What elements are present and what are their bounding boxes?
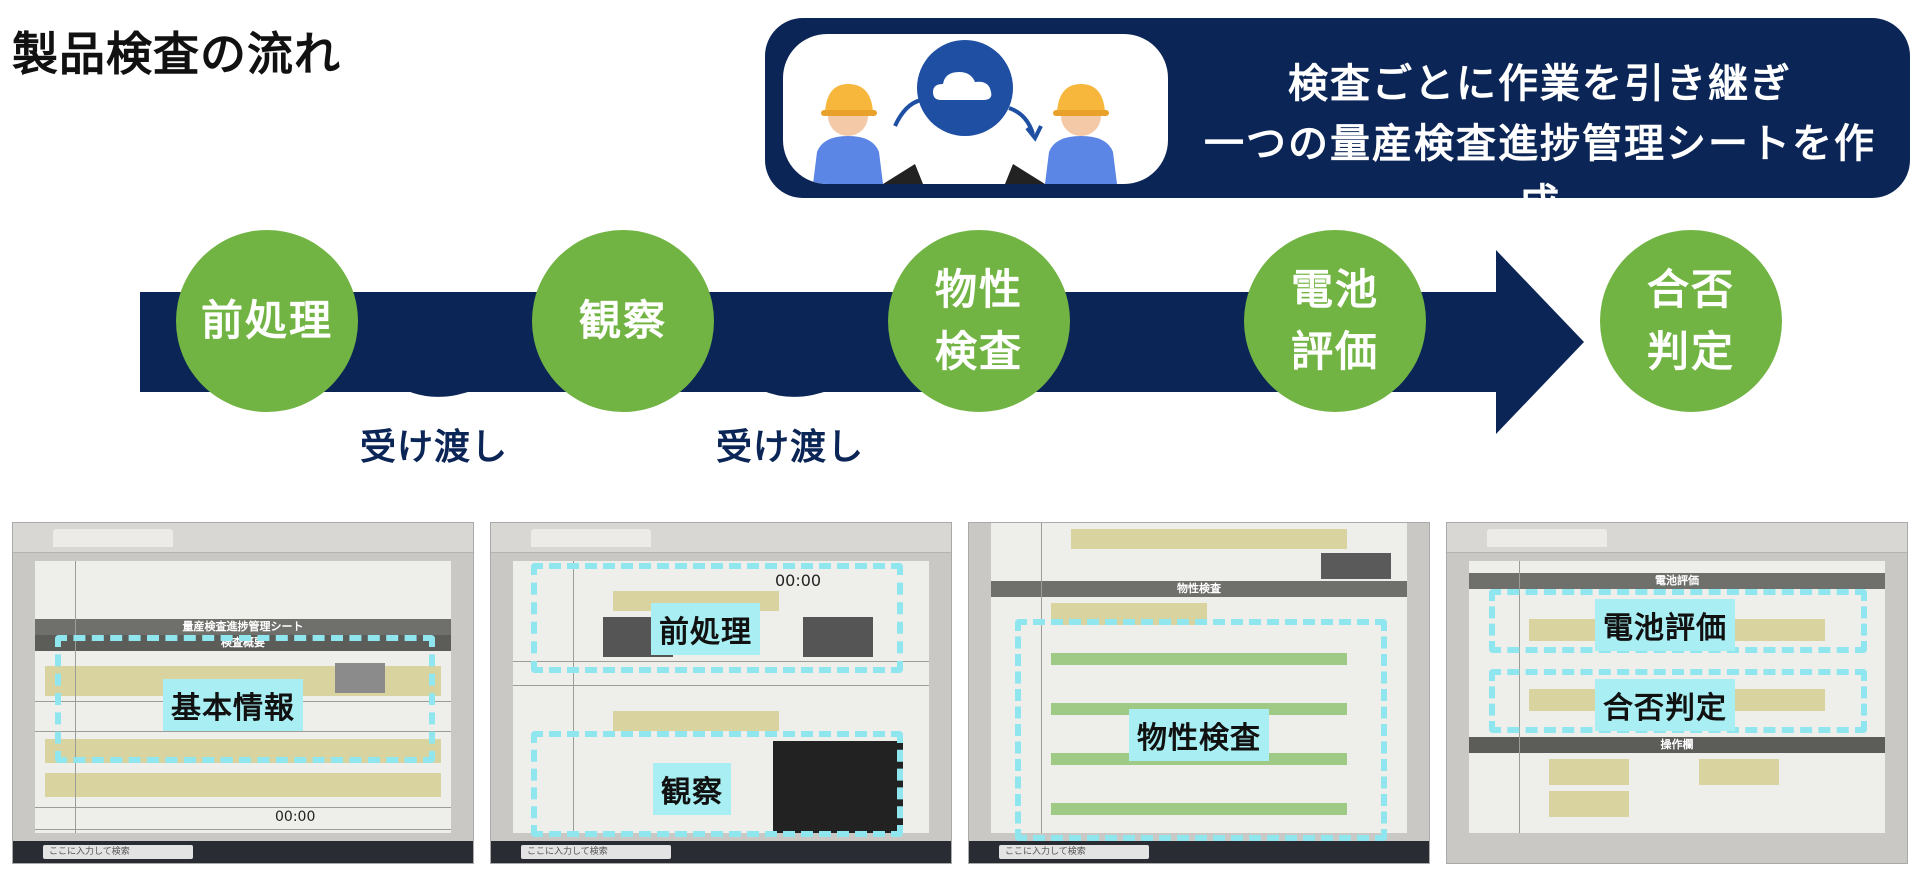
grid-line: [1041, 523, 1042, 833]
step-label: 評価: [1290, 327, 1379, 376]
cloud-icon: [917, 40, 1013, 136]
grid-line: [35, 807, 451, 808]
handoff-label: 受け渡し: [360, 427, 509, 468]
highlight-frame: [531, 563, 903, 673]
highlight-frame: [1015, 619, 1387, 841]
section-header: 電池評価: [1469, 573, 1885, 589]
timer-readout: 00:00: [775, 571, 822, 590]
sheet-title: 量産検査進捗管理シート: [35, 619, 451, 635]
highlight-frame: [531, 731, 903, 837]
grid-line: [1519, 561, 1520, 833]
spreadsheet: 物性検査: [991, 523, 1407, 833]
worker-right-icon: [1005, 84, 1117, 184]
taskbar-search-input[interactable]: ここに入力して検索: [999, 845, 1149, 859]
step-label: 前処理: [200, 296, 333, 345]
handoff-label: 受け渡し: [716, 427, 865, 468]
region-tag: 電池評価: [1595, 599, 1735, 651]
browser-tab: [531, 529, 651, 547]
taskbar-search-input[interactable]: ここに入力して検索: [43, 845, 193, 859]
browser-tab: [53, 529, 173, 547]
browser-tab: [1487, 529, 1607, 547]
step-label: 合否: [1646, 265, 1735, 314]
curved-arrow-icon: [367, 355, 521, 397]
step-label: 検査: [934, 327, 1023, 376]
browser-chrome: [1447, 523, 1907, 553]
microscope-image: [773, 741, 903, 833]
grid-line: [35, 731, 451, 732]
region-tag: 物性検査: [1129, 709, 1269, 761]
timer-readout: 00:00: [275, 809, 316, 825]
input-band: [613, 711, 779, 731]
input-band: [45, 773, 441, 797]
workers-cloud-illustration: [813, 40, 1117, 184]
register-button[interactable]: [1549, 759, 1629, 785]
step-physical-test: 物性 検査: [888, 230, 1070, 412]
step-label: 判定: [1646, 327, 1735, 376]
step-observation: 観察: [532, 230, 714, 412]
banner-line-2: 一つの量産検査進捗管理シートを作成: [1204, 121, 1876, 227]
region-tag: 基本情報: [163, 679, 303, 731]
grid-line: [513, 661, 929, 662]
attach-button[interactable]: [1699, 759, 1779, 785]
worker-left-icon: [813, 84, 923, 184]
browser-chrome: [13, 523, 473, 553]
curved-arrow-icon: [723, 355, 877, 397]
grid-line: [35, 829, 451, 830]
banner-line-1: 検査ごとに作業を引き継ぎ: [1288, 61, 1792, 107]
page-title: 製品検査の流れ: [12, 27, 341, 81]
operation-header: 操作欄: [1469, 737, 1885, 753]
blurred-image: [1321, 553, 1391, 579]
sample-image: [803, 617, 873, 657]
grid-line: [573, 561, 574, 833]
screenshot-physical-test: 物性検査 物性検査 ここに入力して検索: [968, 522, 1430, 864]
browser-chrome: [491, 523, 951, 553]
blurred-image: [335, 663, 385, 693]
taskbar-search-input[interactable]: ここに入力して検索: [521, 845, 671, 859]
taskbar: ここに入力して検索: [13, 841, 473, 863]
flow-arrow-head-icon: [1496, 250, 1584, 434]
handoff-illustration: [783, 34, 1168, 184]
grid-line: [75, 561, 76, 833]
step-pretreatment: 前処理: [176, 230, 358, 412]
screenshot-pretreatment-observation: 00:00 前処理 観察 ここに入力して検索: [490, 522, 952, 864]
step-label: 電池: [1290, 265, 1379, 314]
info-banner: 検査ごとに作業を引き継ぎ 一つの量産検査進捗管理シートを作成: [765, 18, 1910, 227]
step-label: 観察: [578, 296, 667, 345]
green-band: [1051, 803, 1347, 815]
region-tag: 観察: [653, 763, 731, 815]
highlight-frame: [55, 635, 435, 763]
section-header: 物性検査: [991, 581, 1407, 597]
screenshot-battery-passfail: 電池評価 操作欄 電池評価 合否判定: [1446, 522, 1908, 864]
input-band: [1071, 529, 1347, 549]
grid-line: [513, 685, 929, 686]
taskbar: ここに入力して検索: [491, 841, 951, 863]
manual-button[interactable]: [1549, 791, 1629, 817]
screenshot-basic-info: 量産検査進捗管理シート 検査概要 00:00 基本情報 ここに入力して検索: [12, 522, 474, 864]
handoff-2: 受け渡し: [716, 352, 922, 482]
step-pass-fail: 合否 判定: [1600, 230, 1782, 412]
step-battery-eval: 電池 評価: [1244, 230, 1426, 412]
green-band: [1051, 653, 1347, 665]
taskbar: ここに入力して検索: [969, 841, 1429, 863]
region-tag: 前処理: [651, 603, 760, 655]
handoff-1: 受け渡し: [360, 352, 566, 482]
banner-text: 検査ごとに作業を引き継ぎ 一つの量産検査進捗管理シートを作成: [1185, 54, 1895, 234]
step-label: 物性: [934, 265, 1023, 314]
region-tag: 合否判定: [1595, 679, 1735, 731]
process-flow: 前処理 観察 物性 検査 電池 評価 合否 判定: [0, 220, 1920, 470]
